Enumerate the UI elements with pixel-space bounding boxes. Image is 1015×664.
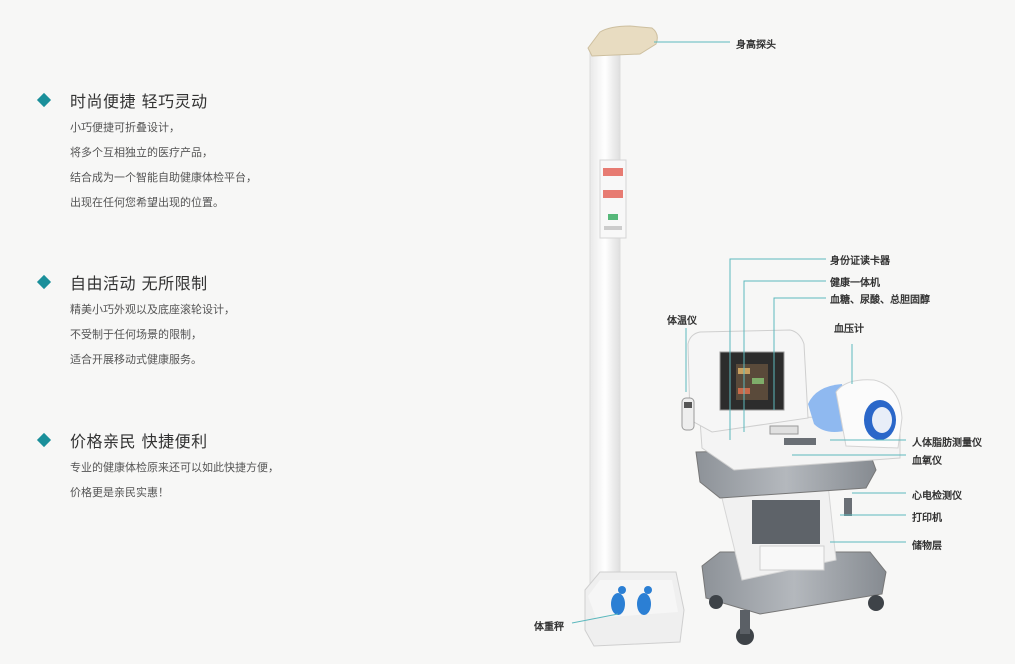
label-printer: 打印机 (912, 513, 942, 524)
label-oximeter: 血氧仪 (912, 456, 942, 467)
label-height-probe: 身高探头 (736, 40, 776, 51)
feature-line: 价格更是亲民实惠！ (70, 486, 169, 499)
label-id-reader: 身份证读卡器 (830, 256, 890, 267)
footprint-icon (611, 586, 652, 615)
label-body-fat: 人体脂肪测量仪 (912, 438, 982, 449)
feature-block-3: 价格亲民 快捷便利 专业的健康体检原来还可以如此快捷方便， 价格更是亲民实惠！ (36, 428, 279, 505)
blood-pressure-cuff (808, 379, 903, 449)
thermometer (681, 397, 695, 431)
label-blood-tests: 血糖、尿酸、总胆固醇 (830, 295, 930, 306)
feature-line: 适合开展移动式健康服务。 (70, 353, 202, 366)
feature-line: 结合成为一个智能自助健康体检平台， (70, 171, 257, 184)
label-scale: 体重秤 (534, 622, 564, 633)
label-health-machine: 健康一体机 (830, 278, 880, 289)
feature-block-1: 时尚便捷 轻巧灵动 小巧便捷可折叠设计， 将多个互相独立的医疗产品， 结合成为一… (36, 88, 257, 215)
label-storage: 储物层 (912, 541, 942, 552)
feature-title: 价格亲民 快捷便利 (70, 432, 208, 451)
feature-line: 专业的健康体检原来还可以如此快捷方便， (70, 461, 279, 474)
callout-leader-lines (571, 41, 906, 624)
feature-title: 自由活动 无所限制 (70, 274, 208, 293)
label-blood-pressure: 血压计 (834, 324, 864, 335)
feature-line: 出现在任何您希望出现的位置。 (70, 196, 224, 209)
feature-line: 小巧便捷可折叠设计， (70, 121, 180, 134)
feature-line: 将多个互相独立的医疗产品， (70, 146, 213, 159)
weight-scale (584, 571, 685, 647)
label-thermometer: 体温仪 (667, 316, 697, 327)
monitor-screen (736, 364, 768, 400)
health-kiosk (681, 329, 903, 645)
label-ecg: 心电检测仪 (912, 491, 962, 502)
height-measuring-pole (587, 25, 658, 593)
feature-title: 时尚便捷 轻巧灵动 (70, 92, 208, 111)
feature-block-2: 自由活动 无所限制 精美小巧外观以及底座滚轮设计， 不受制于任何场景的限制， 适… (36, 270, 235, 372)
feature-line: 不受制于任何场景的限制， (70, 328, 202, 341)
feature-line: 精美小巧外观以及底座滚轮设计， (70, 303, 235, 316)
